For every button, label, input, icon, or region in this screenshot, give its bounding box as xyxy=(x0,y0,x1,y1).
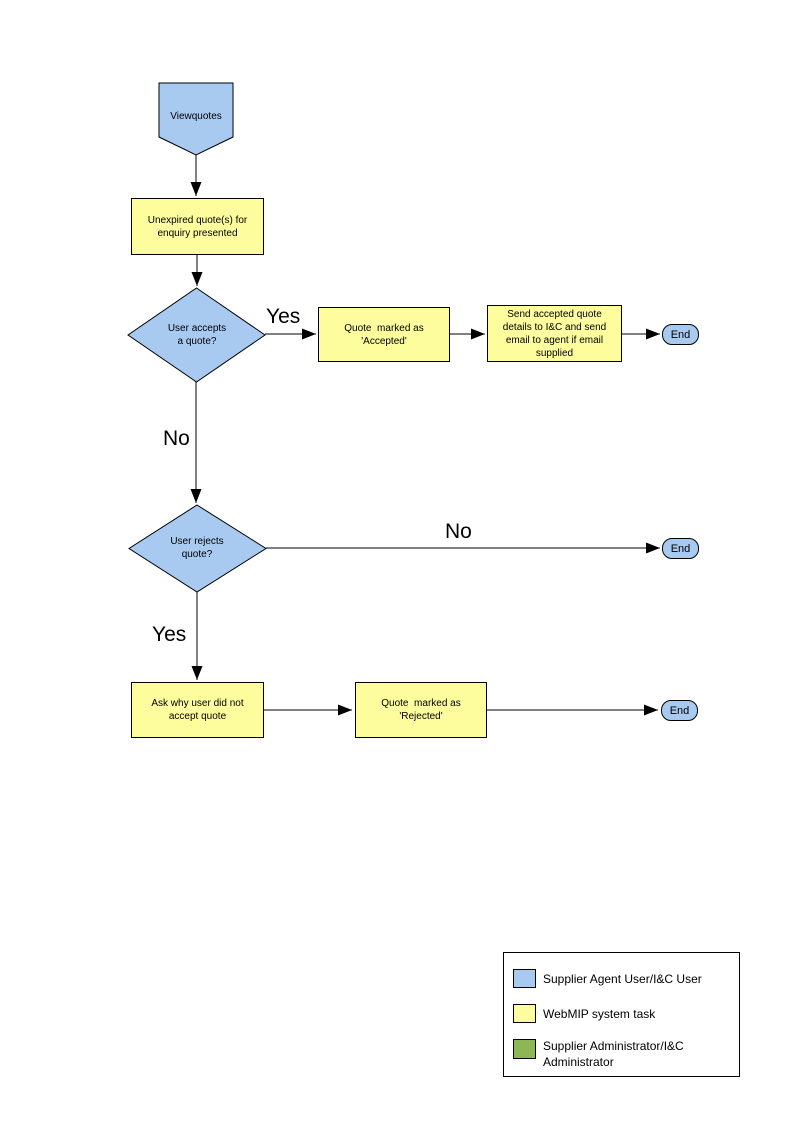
start-pentagon-label: Viewquotes xyxy=(170,110,222,122)
legend-swatch-supplier-agent xyxy=(513,969,536,988)
process-ask-why-box: Ask why user did not accept quote xyxy=(131,682,264,738)
legend-label-supplier-admin: Supplier Administrator/I&C Administrator xyxy=(543,1039,684,1069)
legend-label-supplier-agent: Supplier Agent User/I&C User xyxy=(543,971,702,986)
edge-label-rejects-no: No xyxy=(445,520,472,543)
end-terminator-3: End xyxy=(661,700,698,721)
end-terminator-1: End xyxy=(662,324,699,345)
legend-swatch-supplier-admin xyxy=(513,1039,536,1059)
end-terminator-2: End xyxy=(662,538,699,559)
process-marked-accepted-box: Quote marked as 'Accepted' xyxy=(318,307,450,362)
process-send-details-box: Send accepted quote details to I&C and s… xyxy=(487,305,622,362)
legend-swatch-webmip-task xyxy=(513,1004,536,1023)
start-pentagon-shape xyxy=(158,82,234,156)
process-unexpired-quotes-box: Unexpired quote(s) for enquiry presented xyxy=(131,198,264,255)
edge-label-rejects-yes: Yes xyxy=(152,623,187,646)
decision-rejects-label: User rejects quote? xyxy=(170,536,224,560)
edge-label-accepts-yes: Yes xyxy=(266,305,301,328)
legend-label-webmip-task: WebMIP system task xyxy=(543,1006,656,1021)
legend-box: Supplier Agent User/I&C User WebMIP syst… xyxy=(503,952,740,1077)
process-marked-rejected-box: Quote marked as 'Rejected' xyxy=(355,682,487,738)
edge-label-accepts-no: No xyxy=(163,427,190,450)
decision-accepts-label: User accepts a quote? xyxy=(167,323,227,347)
